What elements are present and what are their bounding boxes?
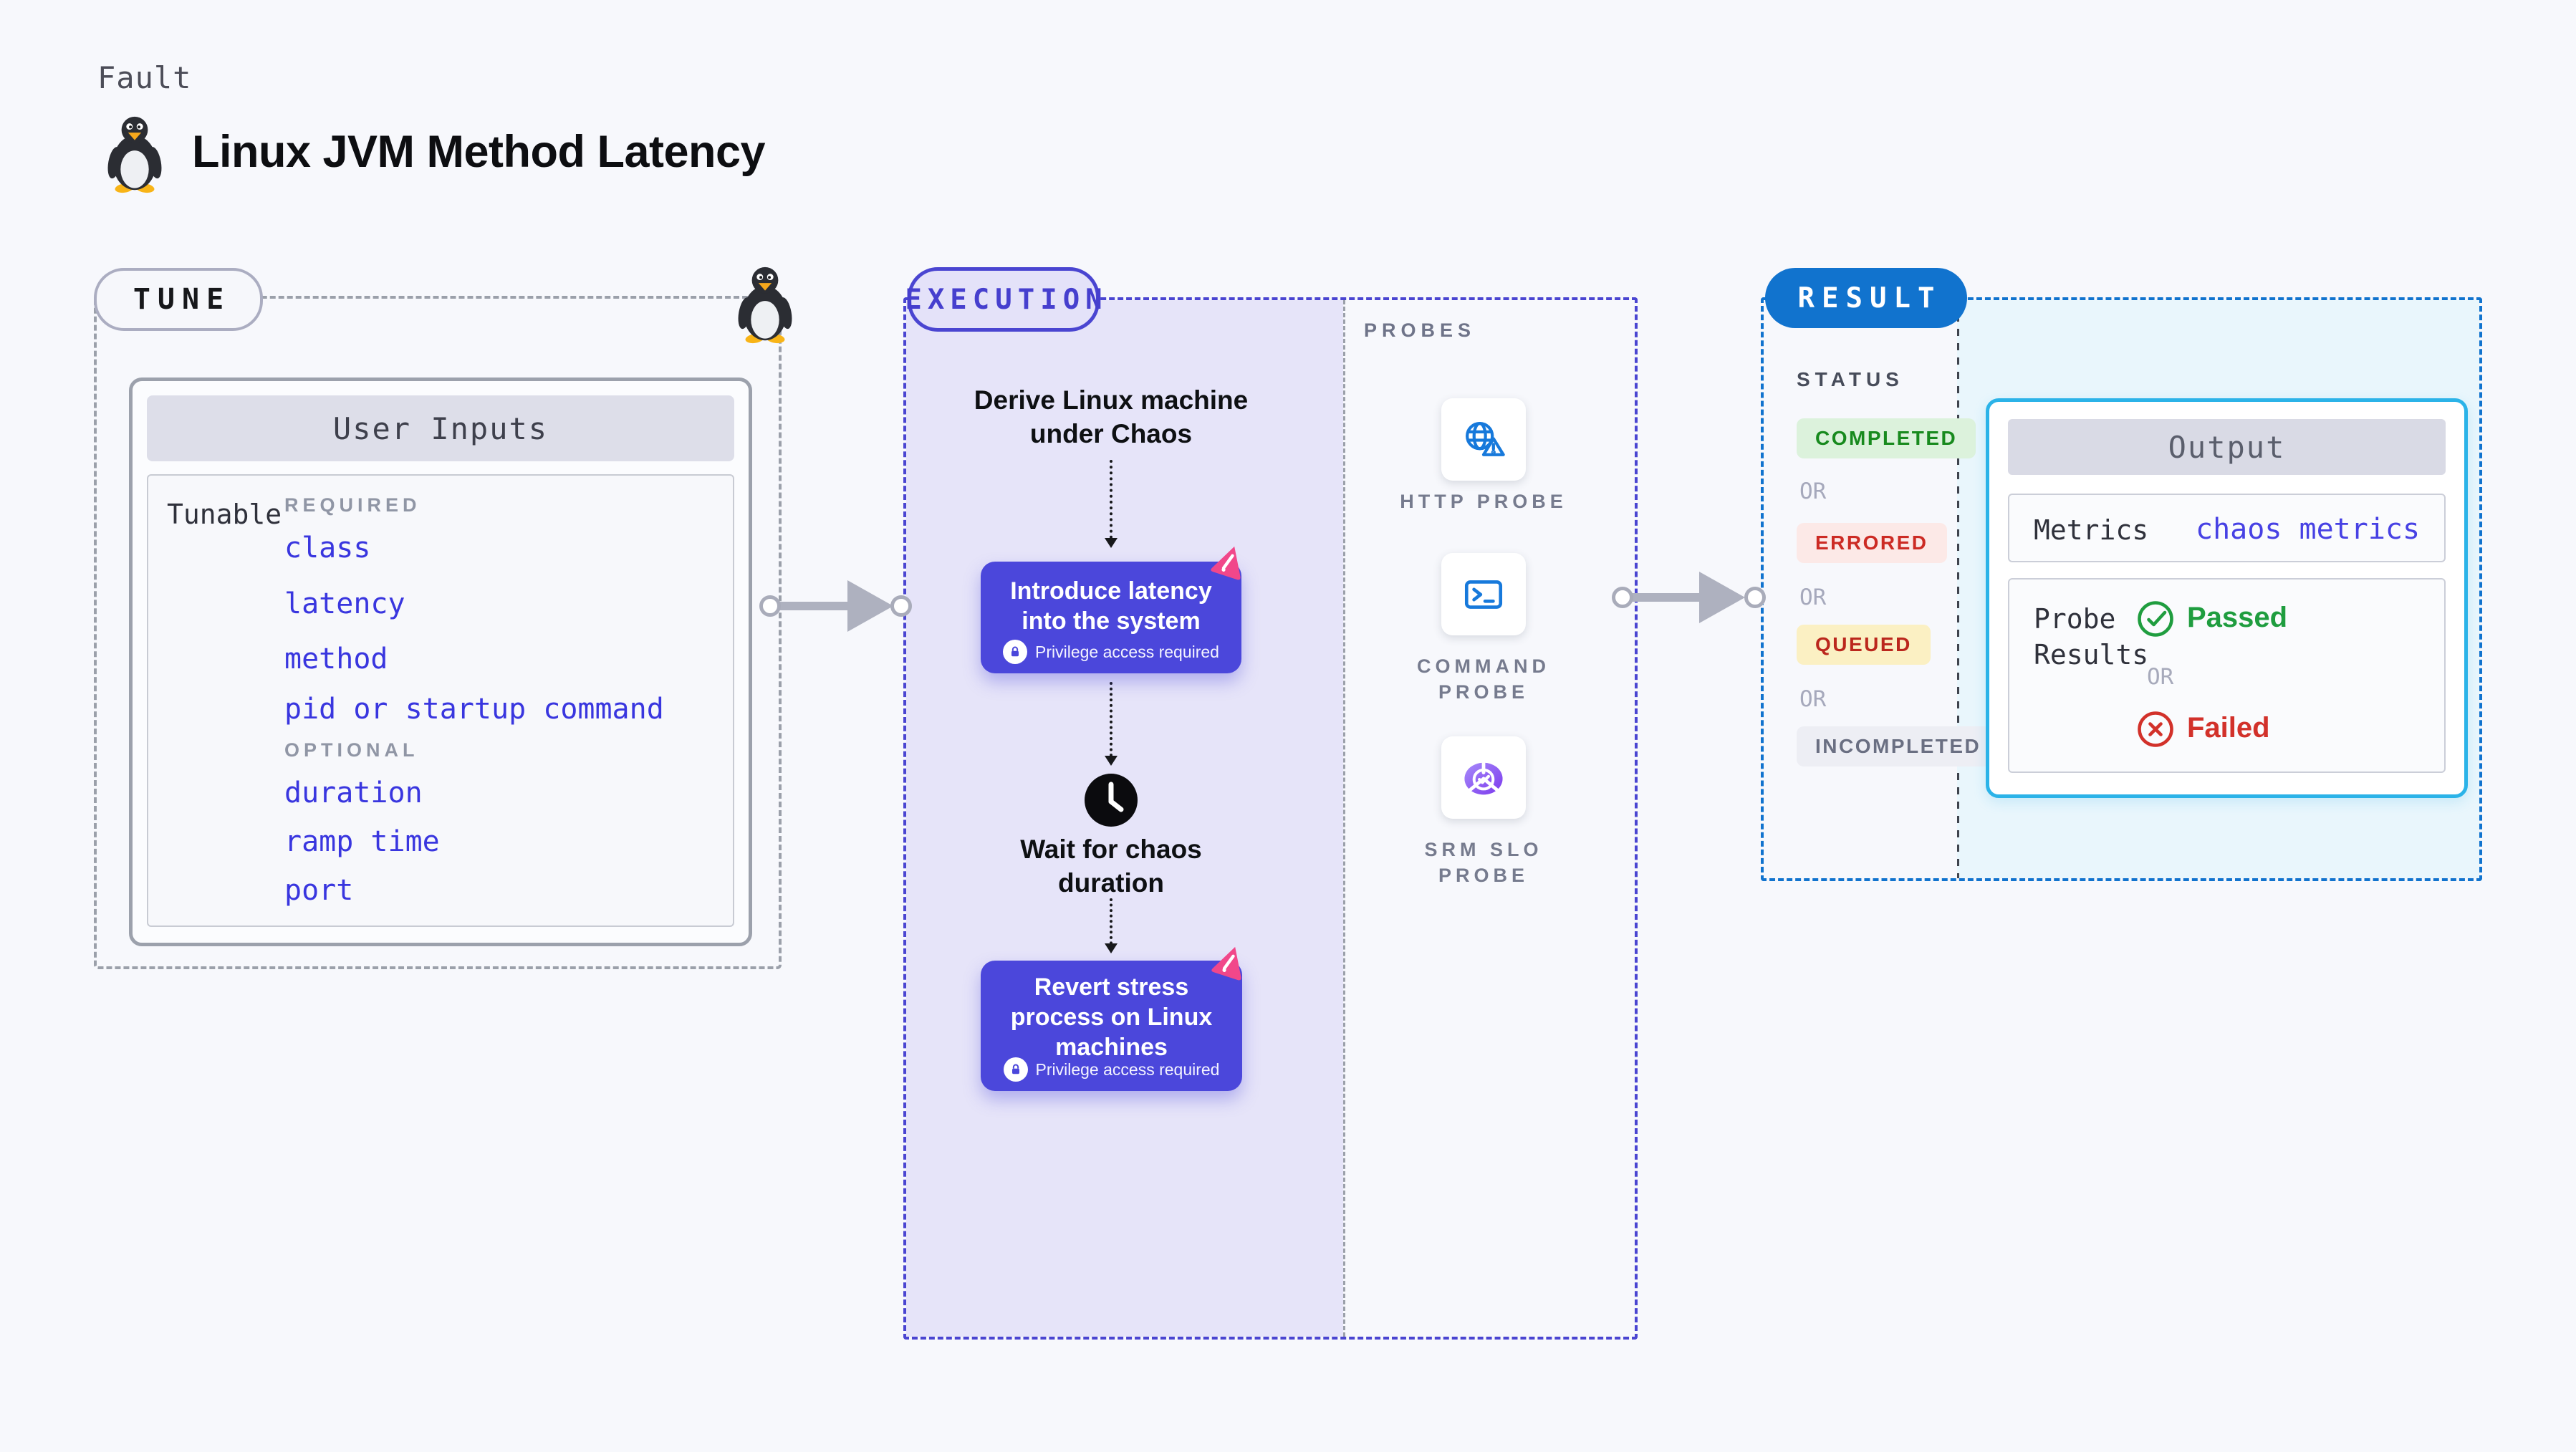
- introduce-latency-node: Introduce latency into the system Privil…: [981, 562, 1241, 673]
- status-divider: [1957, 300, 1959, 878]
- connector-endpoint: [1612, 587, 1633, 608]
- execution-section-box: [903, 297, 1638, 1340]
- tune-badge-label: TUNE: [133, 283, 231, 316]
- tunable-row-label: Tunable: [167, 499, 282, 530]
- output-header: Output: [2008, 419, 2446, 475]
- or-separator: OR: [1799, 686, 1827, 712]
- tunable-item: ramp time: [284, 825, 440, 858]
- status-badge: ERRORED: [1797, 523, 1947, 563]
- privilege-note: Privilege access required: [981, 1057, 1242, 1082]
- probes-divider: [1343, 300, 1345, 1337]
- user-inputs-title: User Inputs: [332, 410, 549, 446]
- execution-badge-label: EXECUTION: [905, 283, 1108, 316]
- derive-step-text: Derive Linux machine under Chaos: [974, 385, 1249, 448]
- privilege-note: Privilege access required: [981, 640, 1241, 664]
- slo-gauge-icon: [1464, 760, 1503, 794]
- terminal-icon: [1464, 580, 1503, 609]
- probe-results-label: Probe Results: [2034, 603, 2149, 670]
- or-separator: OR: [1799, 479, 1827, 504]
- clock-icon: [1085, 774, 1138, 827]
- revert-stress-node: Revert stress process on Linux machines …: [981, 961, 1242, 1091]
- page-title: Linux JVM Method Latency: [192, 127, 766, 177]
- connector-line: [1630, 593, 1705, 602]
- flow-arrow-down: [1105, 460, 1118, 548]
- tunable-item: class: [284, 532, 371, 564]
- linux-penguin-icon: [105, 113, 165, 193]
- globe-alert-icon: [1466, 421, 1505, 456]
- output-title: Output: [2168, 429, 2286, 465]
- connector-arrowhead: [847, 580, 893, 632]
- command-probe-card: [1441, 553, 1526, 635]
- tune-section-badge: TUNE: [94, 268, 263, 331]
- tunable-item: duration: [284, 777, 423, 809]
- failed-label: Failed: [2187, 712, 2270, 744]
- metrics-value: chaos metrics: [2196, 513, 2421, 546]
- user-inputs-header: User Inputs: [147, 395, 734, 461]
- tunables-panel: Tunable REQUIRED class latency method pi…: [147, 474, 734, 927]
- result-badge-label: RESULT: [1797, 282, 1942, 314]
- tunable-item: port: [284, 874, 354, 907]
- connector-endpoint: [1744, 587, 1766, 608]
- litmus-chaos-icon: [1209, 942, 1251, 984]
- tunable-item: latency: [284, 587, 405, 620]
- execution-section-badge: EXECUTION: [905, 267, 1102, 332]
- optional-group-label: OPTIONAL: [284, 739, 419, 761]
- srm-slo-probe-label: SRM SLO PROBE: [1424, 839, 1543, 886]
- connector-endpoint: [759, 595, 781, 617]
- metrics-label: Metrics: [2034, 514, 2149, 546]
- wait-step-text: Wait for chaos duration: [1020, 835, 1202, 898]
- passed-label: Passed: [2187, 602, 2288, 633]
- connector-endpoint: [890, 595, 912, 617]
- check-circle-icon: [2138, 601, 2173, 637]
- connector-line: [777, 602, 855, 610]
- lock-icon: [1003, 640, 1028, 664]
- probe-results-row: Probe Results Passed OR Failed: [2008, 578, 2446, 773]
- linux-penguin-icon: [735, 264, 795, 344]
- http-probe-label: HTTP PROBE: [1400, 491, 1567, 512]
- x-circle-icon: [2138, 711, 2173, 747]
- status-badge: COMPLETED: [1797, 418, 1976, 458]
- tunable-item: method: [284, 643, 388, 675]
- output-card: Output Metrics chaos metrics Probe Resul…: [1986, 398, 2468, 798]
- http-probe-card: [1441, 398, 1526, 481]
- or-separator: OR: [1799, 585, 1827, 610]
- metrics-row: Metrics chaos metrics: [2008, 494, 2446, 562]
- status-badge: QUEUED: [1797, 625, 1931, 665]
- tunable-item: pid or startup command: [284, 693, 664, 726]
- status-column-label: STATUS: [1797, 368, 1904, 390]
- srm-slo-probe-card: [1441, 736, 1526, 819]
- tune-section-box: [94, 296, 782, 969]
- user-inputs-card: User Inputs Tunable REQUIRED class laten…: [129, 378, 752, 946]
- required-group-label: REQUIRED: [284, 494, 421, 516]
- result-section-badge: RESULT: [1765, 268, 1967, 328]
- litmus-chaos-icon: [1208, 542, 1250, 583]
- command-probe-label: COMMAND PROBE: [1417, 655, 1550, 703]
- probes-section-label: PROBES: [1364, 319, 1476, 341]
- connector-arrowhead: [1699, 572, 1745, 623]
- lock-icon: [1003, 1057, 1028, 1082]
- flow-arrow-down: [1105, 898, 1118, 953]
- flow-arrow-down: [1105, 682, 1118, 766]
- or-separator: OR: [2147, 664, 2174, 690]
- fault-kicker: Fault: [97, 60, 192, 95]
- status-badge: INCOMPLETED: [1797, 726, 2000, 766]
